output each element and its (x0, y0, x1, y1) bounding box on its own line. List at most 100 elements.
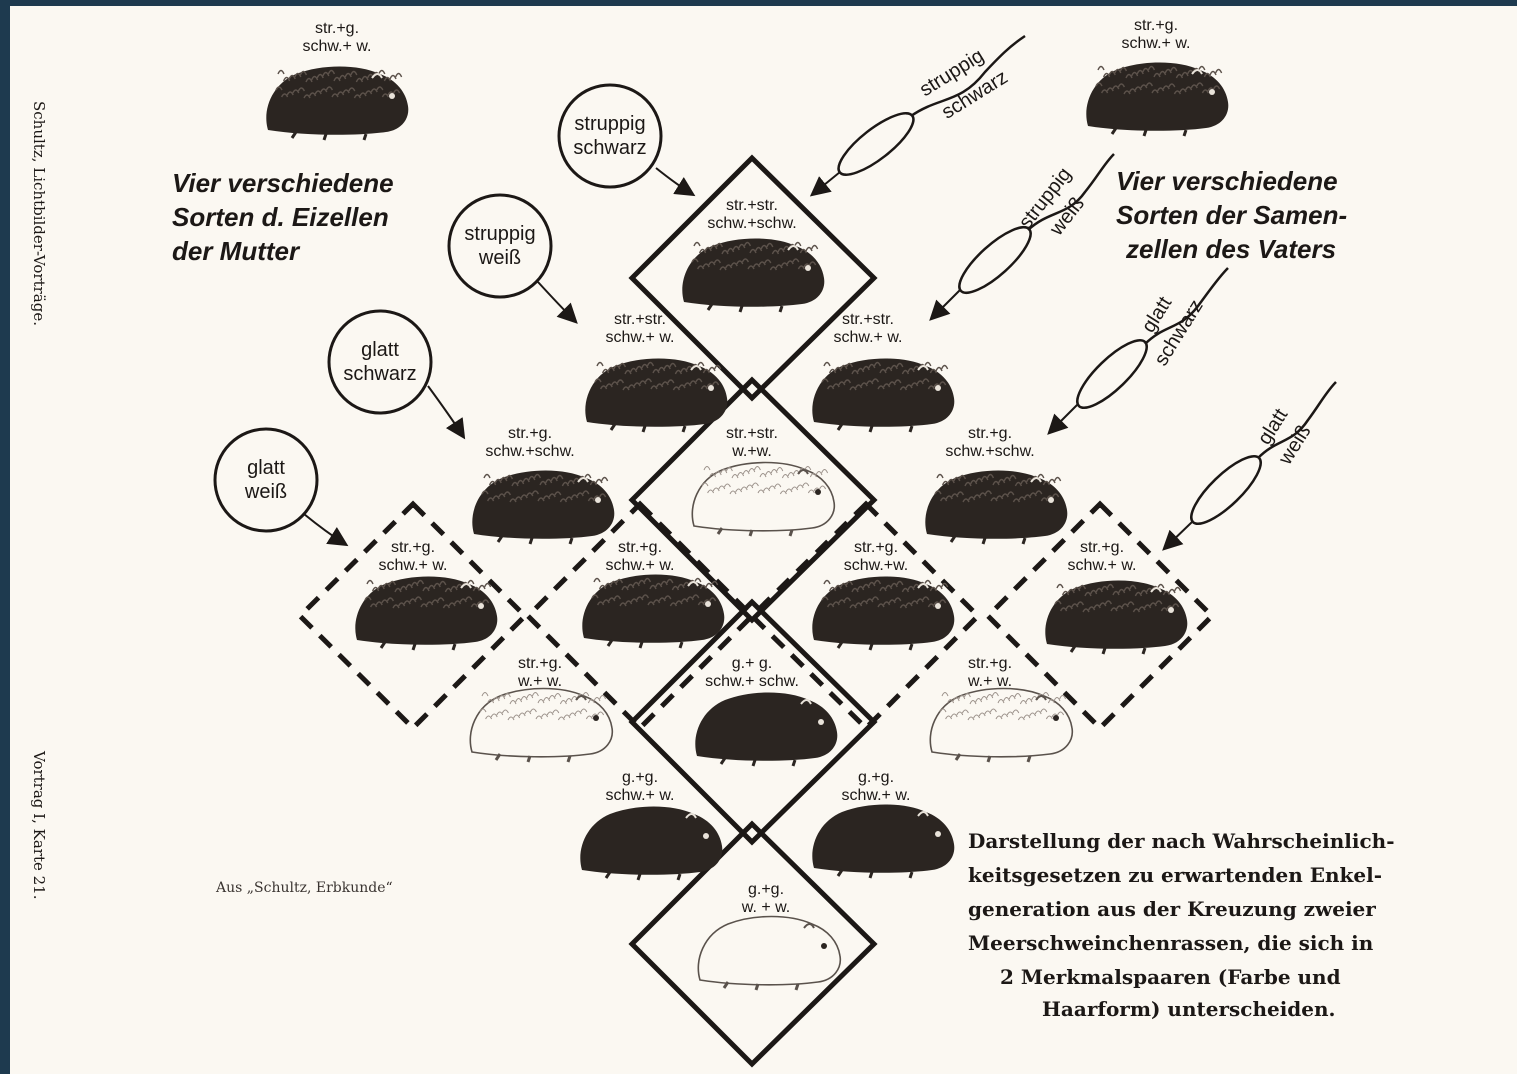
offspring-cell-12: str.+g.w.+ w. (930, 655, 1072, 762)
black-guinea-pig-icon (1045, 581, 1187, 655)
genotype-hair-label: str.+str. (842, 311, 894, 328)
caption: Darstellung der nach Wahrscheinlich- kei… (968, 829, 1395, 1021)
genotype-hair-label: str.+g. (854, 539, 898, 556)
genotype-hair-label: str.+g. (518, 655, 562, 672)
svg-text:glatt: glatt (247, 457, 285, 479)
black-guinea-pig-icon (695, 693, 837, 767)
black-guinea-pig-icon (266, 67, 408, 141)
svg-text:struppig: struppig (574, 113, 645, 135)
genotype-color-label: schw.+schw. (707, 215, 796, 232)
genotype-color-label: schw.+ schw. (705, 673, 799, 690)
offspring-cell-5: str.+g.schw.+schw. (925, 425, 1067, 544)
black-guinea-pig-icon (682, 239, 824, 313)
offspring-cell-3: str.+g.schw.+schw. (472, 425, 614, 544)
svg-text:str.+g.: str.+g. (315, 20, 359, 37)
offspring-cell-8: str.+g.schw.+w. (812, 539, 954, 650)
genotype-hair-label: str.+str. (726, 197, 778, 214)
genotype-hair-label: str.+g. (968, 655, 1012, 672)
genotype-hair-label: g.+ g. (732, 655, 772, 672)
svg-text:Haarform) unterscheiden.: Haarform) unterscheiden. (1042, 997, 1336, 1021)
genotype-color-label: schw.+ w. (834, 329, 903, 346)
genotype-color-label: schw.+ w. (842, 787, 911, 804)
white-guinea-pig-icon (470, 689, 612, 763)
offspring-cell-11: g.+ g.schw.+ schw. (695, 655, 837, 766)
genotype-color-label: schw.+schw. (945, 443, 1034, 460)
svg-text:zellen des Vaters: zellen des Vaters (1125, 234, 1336, 264)
genotype-color-label: w.+ w. (967, 673, 1012, 690)
svg-text:keitsgesetzen zu erwartenden E: keitsgesetzen zu erwartenden Enkel- (968, 863, 1382, 887)
white-guinea-pig-icon (692, 463, 834, 537)
black-guinea-pig-icon (812, 577, 954, 651)
black-guinea-pig-icon (472, 471, 614, 545)
svg-text:schw.+ w.: schw.+ w. (1122, 35, 1191, 52)
sperm-cell-struppig-schwarz: struppig schwarz (813, 36, 1025, 194)
offspring-cell-13: g.+g.schw.+ w. (580, 769, 722, 880)
offspring-cell-10: str.+g.w.+ w. (470, 655, 612, 762)
genotype-hair-label: str.+g. (1080, 539, 1124, 556)
black-guinea-pig-icon (812, 359, 954, 433)
genotype-hair-label: g.+g. (858, 769, 894, 786)
genotype-color-label: schw.+ w. (1068, 557, 1137, 574)
black-guinea-pig-icon (812, 805, 954, 879)
svg-text:der Mutter: der Mutter (172, 236, 301, 266)
egg-cell-glatt-weiss: glatt weiß (215, 429, 345, 544)
parent-father: str.+g. schw.+ w. (1086, 17, 1228, 136)
side-text-top: Schultz, Lichtbilder-Vorträge. (30, 101, 48, 326)
svg-text:weiß: weiß (244, 481, 287, 503)
parent-mother: str.+g. schw.+ w. (266, 20, 408, 140)
genotype-color-label: schw.+ w. (379, 557, 448, 574)
offspring-cell-2: str.+str.schw.+ w. (812, 311, 954, 432)
source-credit: Aus „Schultz, Erbkunde“ (215, 880, 393, 896)
genotype-hair-label: str.+str. (614, 311, 666, 328)
offspring-cell-15: g.+g.w. + w. (698, 881, 840, 990)
svg-text:Vier verschiedene: Vier verschiedene (172, 168, 394, 198)
black-guinea-pig-icon (585, 359, 727, 433)
offspring-cell-14: g.+g.schw.+ w. (812, 769, 954, 878)
white-guinea-pig-icon (698, 917, 840, 991)
svg-text:schw.+ w.: schw.+ w. (303, 38, 372, 55)
offspring-cell-1: str.+str.schw.+ w. (585, 311, 727, 432)
egg-cell-struppig-weiss: struppig weiß (449, 195, 575, 321)
egg-cell-glatt-schwarz: glatt schwarz (329, 311, 463, 436)
black-guinea-pig-icon (1086, 63, 1228, 137)
genotype-color-label: w.+w. (731, 443, 772, 460)
svg-text:weiß: weiß (478, 247, 521, 269)
svg-text:2 Merkmalspaaren (Farbe und: 2 Merkmalspaaren (Farbe und (1000, 965, 1341, 989)
genotype-hair-label: str.+g. (618, 539, 662, 556)
genotype-hair-label: str.+g. (508, 425, 552, 442)
genotype-color-label: schw.+w. (844, 557, 908, 574)
svg-text:Meerschweinchenrassen, die sic: Meerschweinchenrassen, die sich in (968, 931, 1374, 955)
svg-text:struppig: struppig (464, 223, 535, 245)
svg-text:str.+g.: str.+g. (1134, 17, 1178, 34)
side-text-bottom: Vortrag I, Karte 21. (30, 750, 48, 899)
svg-text:generation aus der Kreuzung zw: generation aus der Kreuzung zweier (968, 897, 1376, 921)
sperm-cell-struppig-weiss: struppig weiß (932, 154, 1114, 318)
offspring-cell-9: str.+g.schw.+ w. (1045, 539, 1187, 654)
genotype-color-label: w.+ w. (517, 673, 562, 690)
svg-text:Vier verschiedene: Vier verschiedene (1116, 166, 1338, 196)
punnett-diagram: Schultz, Lichtbilder-Vorträge. Vortrag I… (10, 6, 1517, 1074)
genotype-color-label: schw.+ w. (606, 557, 675, 574)
genotype-color-label: schw.+ w. (606, 787, 675, 804)
white-guinea-pig-icon (930, 689, 1072, 763)
genotype-color-label: schw.+schw. (485, 443, 574, 460)
genotype-hair-label: str.+g. (968, 425, 1012, 442)
offspring-cell-0: str.+str.schw.+schw. (682, 197, 824, 312)
sperm-cell-glatt-weiss: glatt weiß (1165, 382, 1336, 548)
genotype-hair-label: g.+g. (748, 881, 784, 898)
black-guinea-pig-icon (925, 471, 1067, 545)
svg-text:Darstellung der nach Wahrschei: Darstellung der nach Wahrscheinlich- (968, 829, 1395, 853)
genotype-hair-label: str.+str. (726, 425, 778, 442)
svg-text:Sorten der Samen-: Sorten der Samen- (1116, 200, 1347, 230)
svg-text:glatt: glatt (361, 339, 399, 361)
black-guinea-pig-icon (582, 575, 724, 649)
genotype-hair-label: g.+g. (622, 769, 658, 786)
genotype-hair-label: str.+g. (391, 539, 435, 556)
genotype-color-label: schw.+ w. (606, 329, 675, 346)
offspring-cell-6: str.+g.schw.+ w. (355, 539, 497, 650)
black-guinea-pig-icon (355, 577, 497, 651)
father-heading: Vier verschiedene Sorten der Samen- zell… (1116, 166, 1347, 264)
diagram-plate: Schultz, Lichtbilder-Vorträge. Vortrag I… (10, 6, 1517, 1074)
egg-cell-struppig-schwarz: struppig schwarz (559, 85, 692, 194)
svg-text:Sorten d. Eizellen: Sorten d. Eizellen (172, 202, 389, 232)
